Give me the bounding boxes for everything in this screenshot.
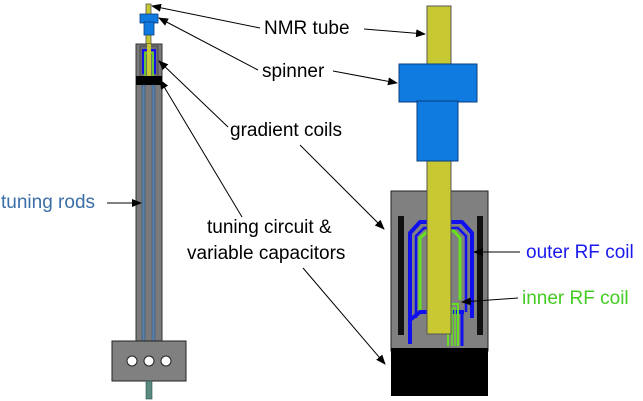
probe-tuning-rod-right [151,84,156,343]
arrow-gradient-left [158,60,229,128]
label-inner-rf-coil: inner RF coil [522,288,629,309]
arrow-inner-rf-coil [461,297,519,306]
gradient-coil-right [477,216,483,335]
arrow-nmr-tube-right [363,28,426,38]
probe-connector-1 [126,355,138,367]
head-spinner-bottom [416,100,459,162]
label-tuning-circuit-line2: variable capacitors [187,243,345,264]
label-tuning-rods: tuning rods [1,192,95,213]
label-nmr-tube: NMR tube [264,18,350,39]
probe-bottom-stub [145,380,153,400]
arrow-nmr-tube-left [151,3,261,29]
gradient-coil-left [398,216,404,335]
label-outer-rf-coil: outer RF coil [526,242,634,263]
head-nmr-tube [426,5,452,335]
arrow-tuning-circuit-right [302,267,386,365]
pointer-arrows [107,3,520,365]
probe-connector-3 [160,355,172,367]
full-probe [111,3,187,400]
label-tuning-circuit-line1: tuning circuit & [207,217,332,238]
label-spinner: spinner [262,61,325,82]
probe-tuning-rod-left [141,84,146,343]
head-spinner-top [398,63,478,103]
probe-connector-2 [143,355,155,367]
arrow-spinner-left [158,17,259,71]
label-gradient-coils: gradient coils [230,120,342,141]
arrow-gradient-right [299,144,385,230]
arrow-tuning-circuit-left [159,79,243,218]
head-base [391,348,488,396]
zoomed-probe-head [390,5,489,396]
probe-body [135,43,163,343]
probe-spinner-bottom [143,21,155,36]
arrow-spinner-right [332,70,398,86]
probe-black-band [136,76,162,85]
